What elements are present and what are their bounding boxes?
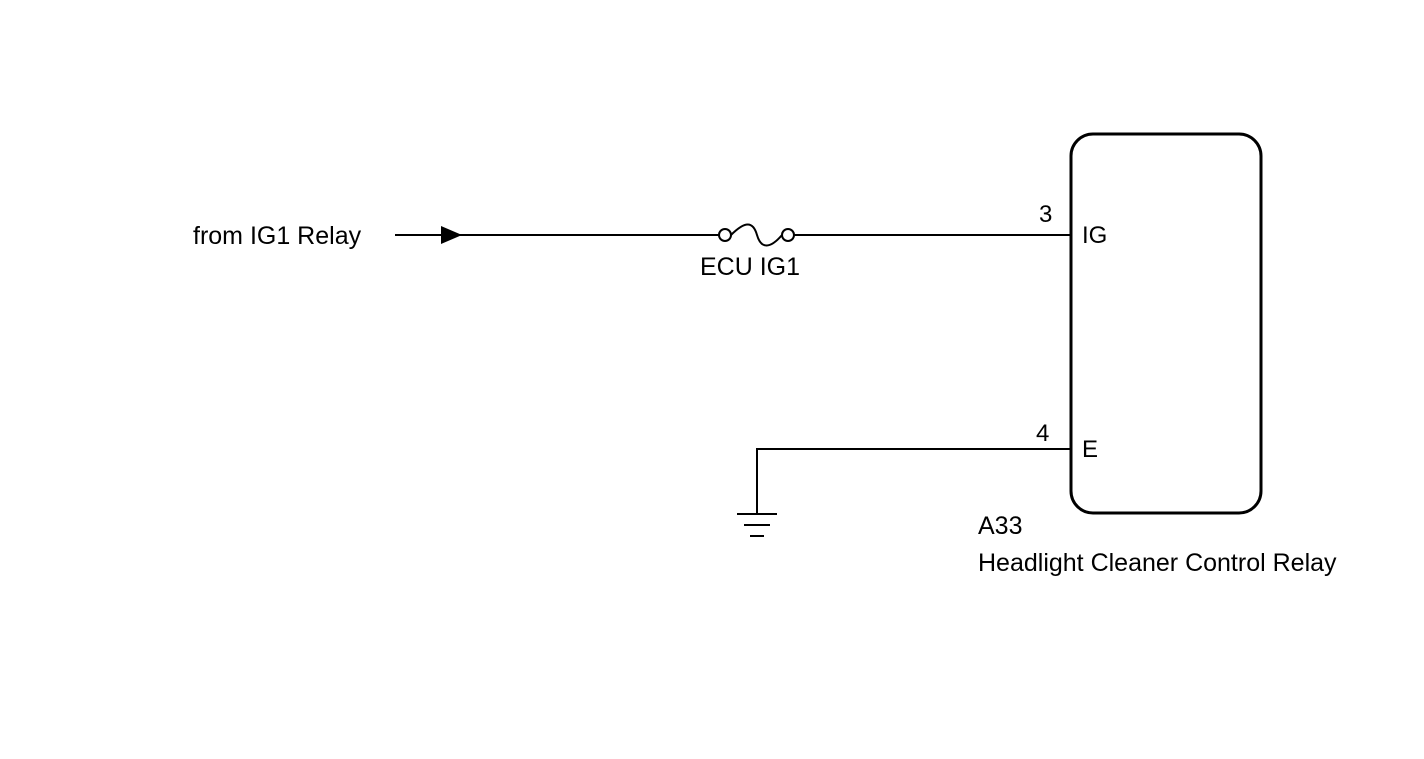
pin-4-number: 4 [1036,420,1049,447]
ground-wire [756,448,1071,514]
source-label: from IG1 Relay [193,222,362,250]
relay-component-box [1069,132,1263,515]
component-name: Headlight Cleaner Control Relay [978,549,1337,577]
pin-3-number: 3 [1039,201,1052,228]
fuse-icon [718,223,795,247]
arrow-right-icon [441,226,462,244]
connector-code: A33 [978,512,1022,540]
ground-icon [737,513,777,537]
pin-3-name: IG [1082,222,1107,249]
fuse-label: ECU IG1 [700,253,800,281]
pin-4-name: E [1082,436,1098,463]
